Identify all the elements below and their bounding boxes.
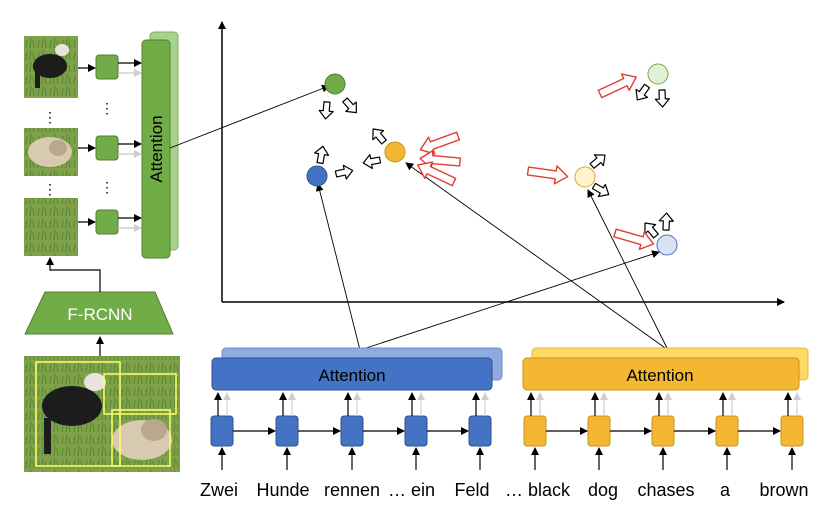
embedding-point-english-1 (384, 141, 406, 163)
bbox-3 (111, 409, 171, 467)
ellipsis-feature-2: ⋮ (100, 179, 114, 195)
german-word-3: rennen (324, 480, 380, 500)
region-crop-black-dog (24, 36, 78, 98)
english-word-6: brown (759, 480, 808, 500)
input-image (24, 356, 180, 472)
english-rnn-cell-5 (780, 415, 804, 447)
region-feature-2 (95, 135, 119, 161)
region-crop-fluffy-dog (24, 128, 78, 176)
english-word-4: chases (637, 480, 694, 500)
ellipsis-crop-1: ⋮ (43, 109, 57, 125)
german-rnn-cell-4 (404, 415, 428, 447)
german-word-1: Zwei (200, 480, 238, 500)
ellipsis-crop-2: ⋮ (43, 181, 57, 197)
english-word-3: dog (588, 480, 618, 500)
german-rnn-cell-1 (210, 415, 234, 447)
german-branch: Attention Zwei (200, 347, 503, 500)
region-feature-3 (95, 209, 119, 235)
german-rnn-cell-2 (275, 415, 299, 447)
english-rnn-cell-1 (523, 415, 547, 447)
english-branch: Attention … black dog chases (505, 347, 809, 500)
german-attention-label: Attention (318, 366, 385, 385)
english-attention-label: Attention (626, 366, 693, 385)
english-rnn-cell-3 (651, 415, 675, 447)
embedding-point-image-2 (647, 63, 669, 85)
english-word-1: … (505, 480, 523, 500)
german-rnn-cell-3 (340, 415, 364, 447)
english-word-2: black (528, 480, 571, 500)
image-attention-label: Attention (147, 115, 166, 182)
german-rnn-cell-5 (468, 415, 492, 447)
ellipsis-feature-1: ⋮ (100, 100, 114, 116)
english-rnn-cell-4 (715, 415, 739, 447)
german-word-4: … (388, 480, 406, 500)
repulsion-arrows (417, 73, 655, 251)
f-rcnn-label: F-RCNN (67, 305, 132, 324)
embedding-point-english-2 (574, 166, 596, 188)
region-crop-grass (24, 198, 78, 256)
bbox-2 (103, 373, 177, 415)
german-word-2: Hunde (256, 480, 309, 500)
embedding-space (169, 21, 785, 351)
english-attention-block (522, 357, 800, 391)
f-rcnn-detector (24, 291, 174, 335)
image-attention-block (141, 39, 171, 259)
german-word-6: Feld (454, 480, 489, 500)
german-attention-block (211, 357, 493, 391)
embedding-point-image-1 (324, 73, 346, 95)
embedding-point-german-2 (656, 234, 678, 256)
attraction-arrows (314, 83, 674, 239)
image-branch: ⋮ ⋮ ⋮ ⋮ Attention F-RCNN (24, 31, 180, 472)
german-word-5: ein (411, 480, 435, 500)
english-word-5: a (720, 480, 731, 500)
region-feature-1 (95, 54, 119, 80)
embedding-point-german-1 (306, 165, 328, 187)
english-rnn-cell-2 (587, 415, 611, 447)
